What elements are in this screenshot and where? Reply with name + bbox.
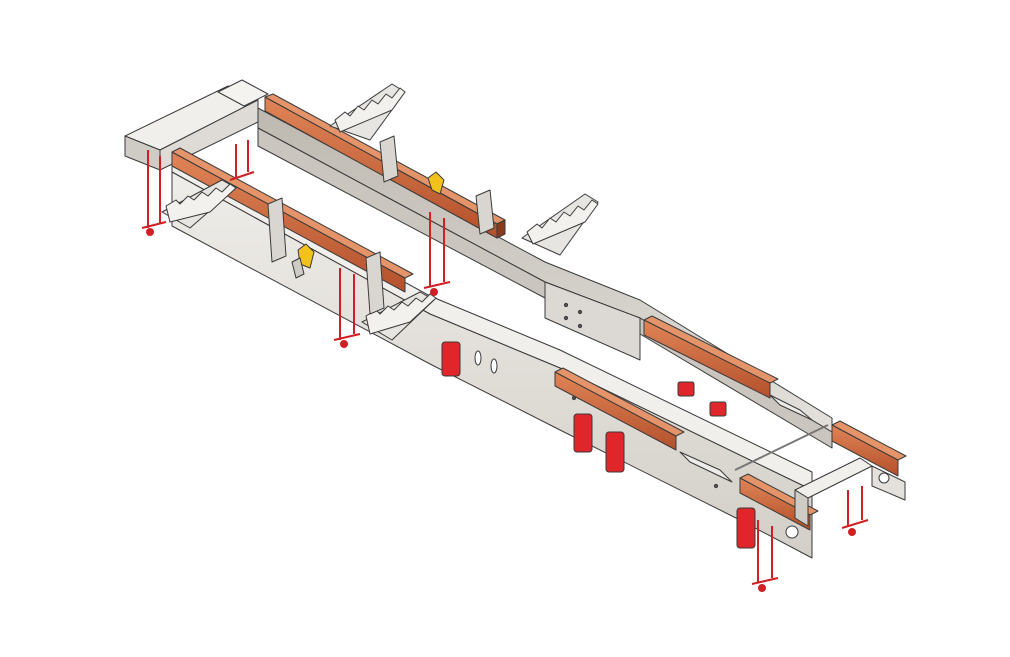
near-wood-runner-2 bbox=[554, 367, 685, 451]
near-post-1 bbox=[267, 197, 287, 263]
red-leg-rear-far bbox=[229, 140, 255, 181]
near-post-2 bbox=[365, 251, 385, 315]
far-bracket-2 bbox=[475, 189, 495, 235]
near-main-beam bbox=[171, 154, 813, 559]
red-plate-1 bbox=[441, 341, 461, 377]
far-ramp-plate bbox=[769, 394, 813, 421]
yellow-hook-near bbox=[291, 243, 315, 279]
far-outrigger-2 bbox=[521, 193, 599, 256]
far-outrigger-1 bbox=[329, 83, 406, 141]
far-bracket-1 bbox=[379, 135, 399, 183]
near-ramp-plate bbox=[679, 451, 733, 483]
red-plate-6 bbox=[709, 401, 727, 417]
red-leg-mid-near bbox=[333, 268, 361, 348]
red-plate-4 bbox=[736, 507, 756, 549]
front-cross-member bbox=[794, 457, 906, 527]
red-plate-3 bbox=[605, 431, 625, 473]
red-leg-front-far bbox=[841, 486, 869, 536]
near-outrigger-rear bbox=[161, 179, 237, 229]
far-wood-runner-2 bbox=[643, 315, 779, 399]
yellow-hook-far bbox=[427, 171, 445, 195]
far-wood-runner-3 bbox=[831, 420, 907, 477]
red-leg-front-near bbox=[751, 520, 779, 592]
red-plate-2 bbox=[573, 413, 593, 453]
cross-rod bbox=[734, 424, 829, 471]
near-outrigger-mid bbox=[361, 291, 437, 341]
red-leg-rear-near bbox=[141, 150, 167, 236]
red-plate-5 bbox=[677, 381, 695, 397]
red-leg-mid-far bbox=[423, 212, 451, 296]
